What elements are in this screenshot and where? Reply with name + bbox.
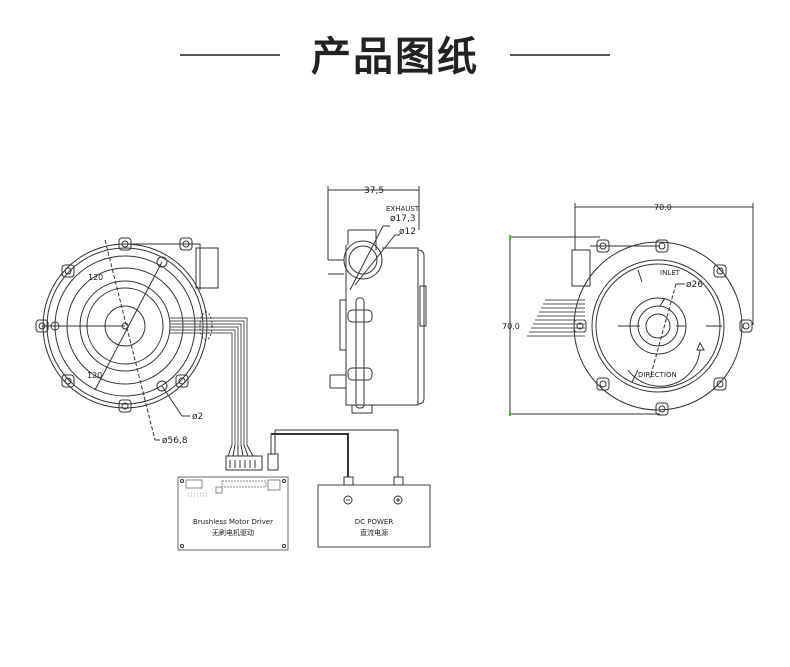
pos-terminal bbox=[393, 476, 404, 486]
front-hole-dia: ø2 bbox=[192, 412, 203, 422]
driver-label-cn: 无刷电机驱动 bbox=[212, 528, 254, 537]
front-mounting-tabs bbox=[35, 237, 193, 413]
front-angle-top: 120 bbox=[88, 273, 103, 282]
driver-label-en: Brushless Motor Driver bbox=[193, 518, 273, 526]
pos-symbol-icon bbox=[393, 495, 403, 505]
power-label-cn: 直流电源 bbox=[360, 528, 388, 537]
front-circle-dia: ø56,8 bbox=[162, 436, 188, 446]
back-mounting-tabs bbox=[573, 239, 753, 416]
back-outlet-port bbox=[571, 249, 591, 287]
motor-connector bbox=[225, 430, 279, 471]
section-header: 产品图纸 bbox=[0, 22, 790, 82]
front-angle-bottom: 120 bbox=[87, 371, 102, 380]
inlet-label: INLET bbox=[660, 269, 681, 277]
dc-power-supply bbox=[317, 476, 431, 548]
exhaust-inner-dia: ø12 bbox=[399, 227, 416, 237]
front-outlet-port bbox=[195, 247, 219, 289]
side-view bbox=[327, 186, 427, 414]
side-body bbox=[345, 245, 419, 406]
direction-label: DIRECTION bbox=[638, 371, 677, 379]
page-title: 产品图纸 bbox=[311, 34, 479, 80]
power-label-en: DC POWER bbox=[355, 518, 394, 526]
dia-leader bbox=[104, 239, 156, 441]
side-bushing-bottom bbox=[347, 367, 373, 381]
back-height-label: 70.0 bbox=[502, 322, 520, 331]
neg-terminal bbox=[343, 476, 354, 486]
front-wire-bundle bbox=[170, 317, 248, 445]
back-width-label: 70.0 bbox=[654, 203, 672, 212]
motor-connector-housing bbox=[225, 455, 263, 471]
exhaust-outer-dia: ø17,3 bbox=[390, 214, 416, 224]
side-shaft bbox=[355, 297, 365, 409]
exhaust-label: EXHAUST bbox=[386, 205, 420, 213]
title-left-rule bbox=[180, 54, 280, 56]
back-wire-bundle bbox=[527, 299, 585, 337]
neg-symbol-icon bbox=[343, 495, 353, 505]
back-view bbox=[509, 203, 754, 416]
side-width-label: 37,5 bbox=[364, 186, 384, 196]
title-right-rule bbox=[510, 54, 610, 56]
side-bushing-top bbox=[347, 309, 373, 323]
inlet-dia: ø26 bbox=[686, 280, 703, 290]
front-view bbox=[35, 237, 248, 445]
exhaust-outer bbox=[343, 240, 383, 280]
exhaust-inner bbox=[348, 245, 378, 275]
power-wires bbox=[271, 429, 399, 477]
power-connector-housing bbox=[267, 453, 279, 471]
driver-board bbox=[177, 476, 289, 551]
